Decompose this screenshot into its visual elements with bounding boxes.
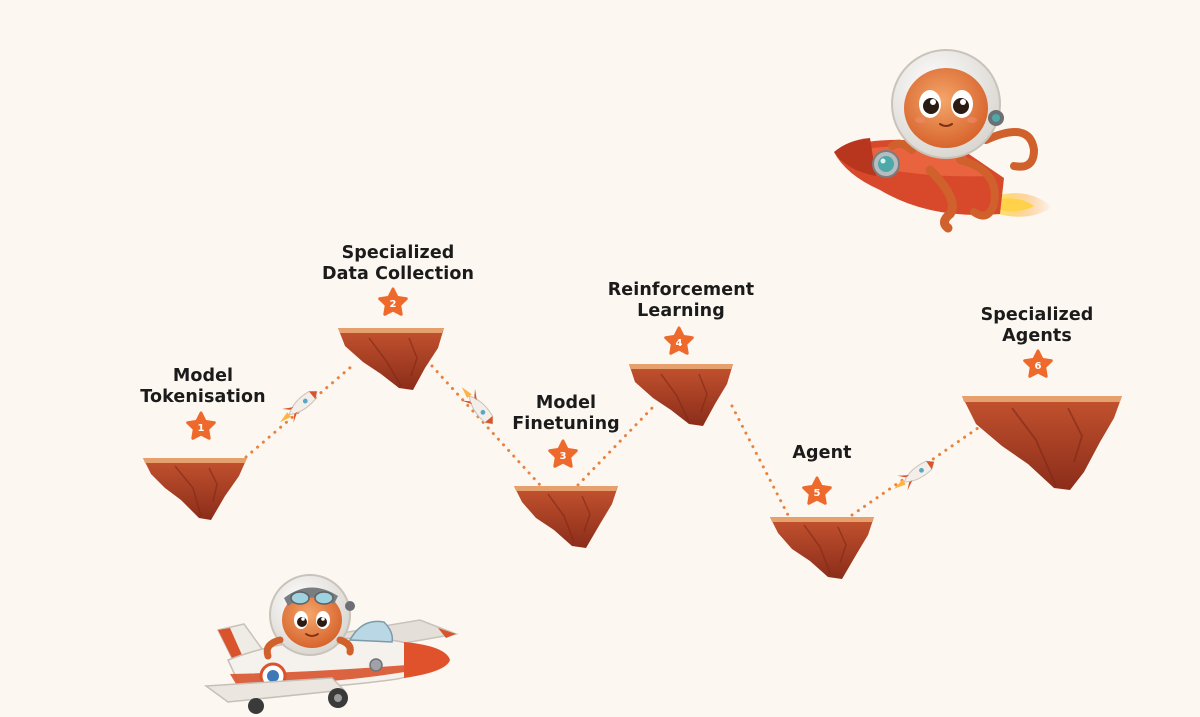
step-label-2-line-2: Data Collection bbox=[321, 264, 475, 284]
step-label-1-line-1: Model bbox=[172, 366, 234, 386]
step-number-5: 5 bbox=[814, 488, 821, 499]
step-number-6: 6 bbox=[1035, 361, 1042, 372]
step-number-4: 4 bbox=[676, 338, 683, 349]
step-label-5-line-1: Agent bbox=[792, 443, 852, 463]
rock-island-4 bbox=[629, 364, 733, 426]
step-label-4-line-1: Reinforcement bbox=[607, 280, 755, 300]
step-number-1: 1 bbox=[198, 423, 205, 434]
step-label-2-line-1: Specialized bbox=[341, 243, 455, 263]
step-label-5: Agent bbox=[792, 443, 851, 464]
step-label-1-line-2: Tokenisation bbox=[140, 387, 266, 407]
rock-island-3 bbox=[514, 486, 618, 548]
step-label-3: Model Finetuning bbox=[512, 393, 620, 435]
step-label-6-line-1: Specialized bbox=[980, 305, 1094, 325]
step-label-1: Model Tokenisation bbox=[140, 366, 265, 408]
step-star-6: 6 bbox=[1023, 349, 1053, 378]
step-star-1: 1 bbox=[186, 411, 216, 440]
step-star-5: 5 bbox=[802, 476, 832, 505]
path-segment-4-5 bbox=[730, 404, 790, 517]
step-label-4: Reinforcement Learning bbox=[608, 280, 755, 322]
step-star-2: 2 bbox=[378, 287, 408, 316]
step-star-4: 4 bbox=[664, 326, 694, 355]
octopus-rocket-illustration bbox=[834, 49, 1052, 233]
step-label-6-line-2: Agents bbox=[1002, 326, 1072, 346]
rocket-icon bbox=[894, 460, 935, 491]
step-number-3: 3 bbox=[560, 451, 567, 462]
octopus-airplane-illustration bbox=[203, 574, 459, 714]
rock-island-1 bbox=[143, 458, 247, 520]
rocket-icon bbox=[461, 387, 494, 425]
step-label-4-line-2: Learning bbox=[637, 301, 725, 321]
step-label-6: Specialized Agents bbox=[981, 305, 1094, 347]
path-segment-3-4 bbox=[576, 403, 657, 487]
step-star-3: 3 bbox=[548, 439, 578, 468]
step-label-2: Specialized Data Collection bbox=[322, 243, 474, 285]
step-label-3-line-2: Finetuning bbox=[512, 414, 620, 434]
rock-island-5 bbox=[770, 517, 874, 579]
rocket-icon bbox=[280, 390, 318, 423]
rock-island-6 bbox=[962, 396, 1122, 490]
rock-island-2 bbox=[338, 328, 444, 390]
step-number-2: 2 bbox=[390, 299, 397, 310]
step-label-3-line-1: Model bbox=[535, 393, 597, 413]
